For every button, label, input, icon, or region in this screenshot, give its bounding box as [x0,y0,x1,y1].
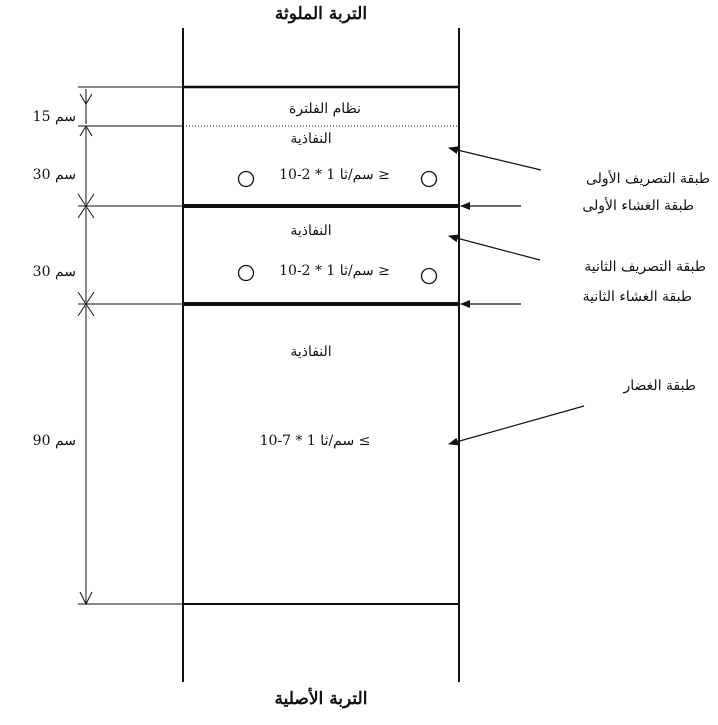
filter-circle-left-2 [237,264,255,282]
permeability-formula-1: 10-2 * 1 سم/ثا ≥ [279,167,390,183]
membrane-layer-2-label: طبقة الغشاء الثانية [582,289,692,305]
bottom-title: التربة الأصلية [274,689,368,709]
permeability-label-1: النفاذية [290,131,332,147]
permeability-label-3: النفاذية [290,344,332,360]
dim-15-arrow-down [79,93,93,105]
dim-15-arrow-up [79,125,93,137]
drain-layer-1-label: طبقة التصريف الأولى [585,171,710,187]
top-title: التربة الملوثة [274,4,368,24]
clay-layer-arrow [448,405,585,446]
membrane-layer-1-label: طبقة الغشاء الأولى [582,198,694,214]
filter-system-label: نظام الفلترة [289,101,361,117]
drain-layer-1-arrow [448,146,542,171]
dim-30a-arrow-up [77,205,95,219]
filter-circle-right-2 [420,267,438,285]
filter-circle-right-1 [420,170,438,188]
clay-layer-label: طبقة الغضار [623,378,696,394]
permeability-label-2: النفاذية [290,223,332,239]
permeability-formula-2: 10-2 * 1 سم/ثا ≥ [279,263,390,279]
dim-30b-label: 30 سم [32,264,76,280]
dim-15-label: 15 سم [32,109,76,125]
drain-layer-2-label: طبقة التصريف الثانية [584,259,706,275]
dim-30a-label: 30 سم [32,167,76,183]
dim-90-arrow-down [79,591,93,606]
filter-circle-left-1 [237,170,255,188]
dim-90-label: 90 سم [32,433,76,449]
dim-30b-arrow-up [77,303,95,317]
drain-layer-2-arrow [448,234,541,261]
permeability-formula-3: 10-7 * 1 سم/ثا ≤ [259,433,371,449]
